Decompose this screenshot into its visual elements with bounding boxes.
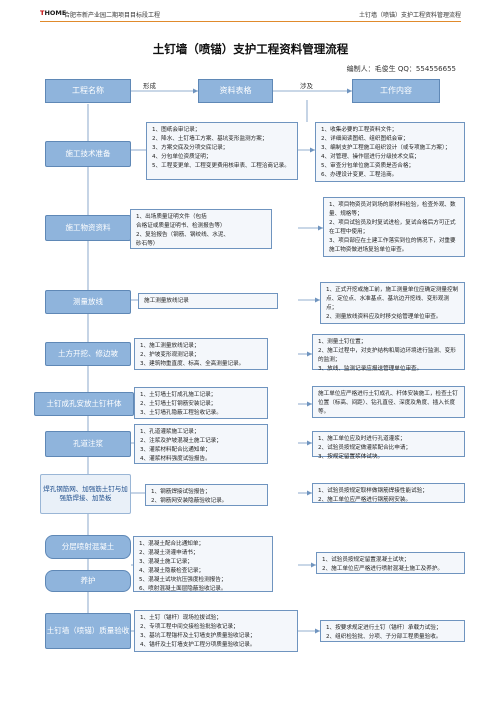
- middle-note-6: 1、孔道灌浆施工记录；2、注浆及护坡混凝土施工记录；3、灌浆材料配合比通知单；4…: [134, 424, 268, 464]
- middle-note-9: 1、土钉（锚杆）现场拉拔试验；2、专项工程中间交接检验批验收记录；3、基坑工程锚…: [134, 610, 298, 652]
- stage-excavation-slope: 土方开挖、修边坡: [45, 342, 131, 366]
- column-header-content: 工作内容: [352, 79, 440, 103]
- right-note-4: 1、测量土钉位置；2、施工过程中，对支护结构和周边环境进行监测、变形的监测；3、…: [312, 334, 465, 372]
- page-title: 土钉墙（喷锚）支护工程资料管理流程: [152, 42, 349, 56]
- header-right-title: 土钉墙（喷锚）支护工程资料管理流程: [358, 12, 461, 19]
- involve-label: 涉及: [300, 82, 313, 90]
- middle-note-3: 施工测量放线记录: [138, 293, 278, 309]
- header-left-title: 合肥市新产业园二期项目目标段工程: [64, 12, 161, 19]
- right-note-8: 1、试验员按规定留置混凝土试块；2、施工单位应严格进行喷射混凝土施工及养护。: [316, 552, 465, 574]
- stage-mesh-welding: 焊孔钢筋网、加强筋土钉与加强筋焊接、加垫板: [40, 474, 131, 514]
- stage-drilling-nail-install: 土钉成孔安放土钉杆体: [34, 392, 134, 416]
- stage-grouting: 孔道注浆: [45, 431, 131, 457]
- right-note-6: 1、施工单位应及时进行孔道灌浆；2、试验员按规定做灌浆配合比申请；3、按规定留置…: [312, 431, 465, 460]
- right-note-3: 1、正式开挖或施工前，施工测量单位应确定测量控制点、定位点、水准基点、基坑边开挖…: [320, 282, 465, 324]
- header-rule: [40, 21, 461, 22]
- column-header-name: 工程名称: [45, 79, 131, 103]
- stage-survey-setout: 测量放线: [45, 290, 131, 314]
- middle-note-4: 1、施工测量放线记录；2、护坡变形观测记录；3、建筑物重直度、标高、全高测量记录…: [134, 338, 268, 370]
- stage-quality-acceptance: 土钉墙（喷锚）质量验收: [45, 613, 131, 649]
- right-note-5: 施工单位应严格进行土钉成孔、杆体安装施工，检查土钉位置（标高、间距）、钻孔直径、…: [312, 386, 465, 418]
- middle-note-7: 1、钢筋焊接试验报告；2、钢筋网安装隐蔽验收记录。: [145, 484, 268, 506]
- middle-note-2: 1、出场质量证明文件（包括合格证或质量证明书、检测报告等）2、复验报告（钢筋、钢…: [130, 209, 272, 249]
- stage-curing: 养护: [45, 570, 131, 592]
- brand-logo: THOME: [40, 9, 67, 17]
- right-note-2: 1、项目物资员对到场的原材料检验，检查外观、数量、规格等；2、项目试验员及时复试…: [323, 197, 465, 257]
- right-note-7: 1、试验员按规定取样做钢筋焊接性能试验；2、施工单位应严格进行钢筋网安装。: [312, 483, 465, 503]
- stage-shotcrete: 分层喷射混凝土: [45, 535, 131, 559]
- form-label: 形成: [143, 82, 156, 90]
- middle-note-5: 1、土钉墙土钉成孔施工记录；2、土钉墙土钉钢筋安装记录；3、土钉墙孔隐蔽工程验收…: [134, 387, 268, 419]
- middle-note-8: 1、混凝土配合比通知单；2、混凝土浇灌申请书；3、混凝土施工记录；4、混凝土隐蔽…: [133, 536, 273, 592]
- column-header-table: 资料表格: [198, 79, 273, 103]
- right-note-1: 1、收集必要的工程资料文件；2、详细阅读图纸、组织图纸会审；3、编制支护工程施工…: [315, 122, 465, 182]
- editor-info: 编制人：毛俊生 QQ：554556655: [346, 65, 456, 73]
- stage-technical-preparation: 施工技术准备: [45, 141, 131, 167]
- middle-note-1: 1、图纸会审记录；2、降水、土钉墙工方案、基坑变形监测方案；3、方案交底及分项交…: [146, 122, 298, 180]
- right-note-9: 1、按要求规定进行土钉（锚杆）承载力试验；2、组织检验批、分项、子分部工程质量验…: [320, 620, 465, 642]
- stage-material-records: 施工物资资料: [45, 215, 131, 241]
